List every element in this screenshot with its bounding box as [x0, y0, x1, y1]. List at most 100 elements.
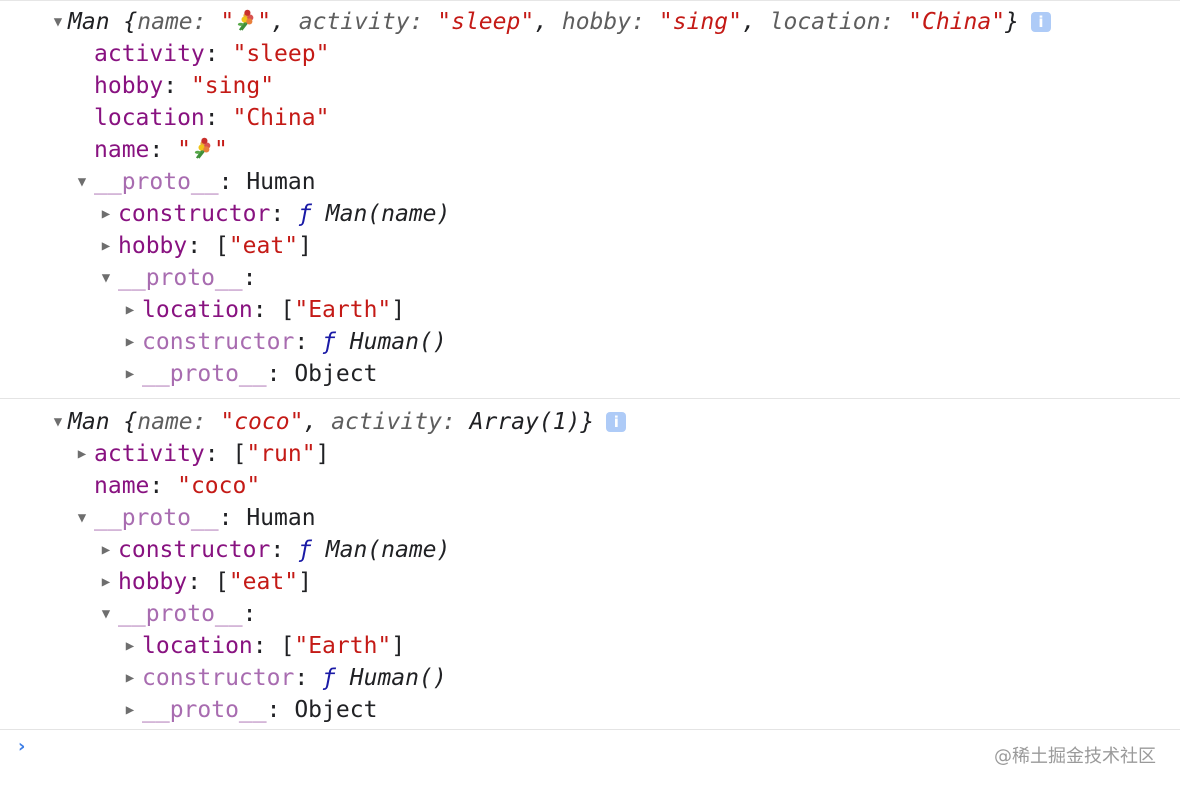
property-row[interactable]: ▶ location: ["Earth"] [0, 630, 1180, 662]
console-entry-2: ▼Man {name: "coco", activity: Array(1)}i… [0, 406, 1180, 726]
brace-close: } [1005, 9, 1019, 35]
brace-close: } [580, 409, 595, 435]
space [312, 201, 326, 227]
colon: : [204, 441, 233, 467]
comma: , [271, 9, 299, 35]
expand-triangle-icon[interactable]: ▶ [125, 670, 135, 686]
colon: : [266, 697, 295, 723]
class-name: Man [68, 9, 110, 35]
colon: : [187, 233, 215, 259]
array-item: "Earth" [294, 297, 392, 323]
array-close: ] [391, 633, 406, 659]
colon: : [218, 169, 247, 195]
property-row[interactable]: ▼ __proto__: Human [0, 166, 1180, 198]
property-row[interactable]: ▶activity: ["run"] [0, 438, 1180, 470]
property-row[interactable]: ▼__proto__: [0, 262, 1180, 294]
function-signature: Man(name) [325, 537, 451, 563]
preview-value: "China" [908, 9, 1006, 35]
property-content: location: ["Earth"] [142, 294, 405, 326]
property-row: hobby: "sing" [0, 70, 1180, 102]
array-close: ] [298, 569, 312, 595]
property-key: name [94, 137, 150, 163]
function-signature: Human() [349, 665, 447, 691]
property-content: constructor: ƒ Human() [142, 662, 447, 694]
property-row[interactable]: ▶ constructor: ƒ Man(name) [0, 198, 1180, 230]
property-content: __proto__: Human [94, 502, 316, 534]
property-content: activity: "sleep" [94, 38, 329, 70]
property-key: activity [94, 441, 205, 467]
colon: : [270, 201, 299, 227]
expand-triangle-icon[interactable]: ▼ [53, 14, 63, 30]
expand-triangle-icon[interactable]: ▶ [101, 542, 111, 558]
colon: : [149, 473, 178, 499]
colon: : [631, 9, 659, 35]
preview-value: " [220, 9, 235, 35]
property-row[interactable]: ▶constructor: ƒ Man(name) [0, 534, 1180, 566]
property-content: hobby: ["eat"] [118, 566, 312, 598]
colon: : [294, 329, 323, 355]
property-key: hobby [118, 569, 188, 595]
expand-triangle-icon[interactable]: ▶ [125, 302, 135, 318]
collapse-triangle-icon[interactable]: ▼ [101, 606, 111, 622]
preview-value-tail: " [257, 9, 272, 35]
collapse-triangle-icon[interactable]: ▼ [77, 174, 87, 190]
expand-triangle-icon[interactable]: ▶ [125, 638, 135, 654]
colon: : [409, 9, 438, 35]
info-icon[interactable]: i [606, 412, 627, 432]
property-key: hobby [118, 233, 188, 259]
property-key: location [142, 297, 253, 323]
bouquet-emoji-icon [238, 9, 254, 31]
property-key: constructor [142, 329, 295, 355]
object-summary-row[interactable]: ▼Man {name: "", activity: "sleep", hobby… [0, 6, 1180, 38]
property-row[interactable]: ▼__proto__: [0, 598, 1180, 630]
property-row[interactable]: ▶__proto__: Object [0, 358, 1180, 390]
console-prompt[interactable]: › [18, 736, 26, 757]
summary-content: Man {name: "", activity: "sleep", hobby:… [68, 6, 1051, 38]
property-content: __proto__: Human [94, 166, 316, 198]
array-open: [ [214, 569, 229, 595]
property-content: location: ["Earth"] [142, 630, 405, 662]
property-row[interactable]: ▶ constructor: ƒ Human() [0, 662, 1180, 694]
colon: : [880, 9, 909, 35]
info-icon[interactable]: i [1030, 12, 1051, 32]
function-symbol: ƒ [298, 201, 312, 227]
property-value: " [177, 137, 191, 163]
collapse-triangle-icon[interactable]: ▼ [101, 270, 111, 286]
colon: : [149, 137, 178, 163]
expand-triangle-icon[interactable]: ▶ [101, 574, 111, 590]
expand-triangle-icon[interactable]: ▼ [53, 414, 63, 430]
property-row[interactable]: ▶ location: ["Earth"] [0, 294, 1180, 326]
property-row[interactable]: ▶__proto__: Object [0, 694, 1180, 726]
property-content: constructor: ƒ Man(name) [118, 198, 450, 230]
expand-triangle-icon[interactable]: ▶ [77, 446, 87, 462]
collapse-triangle-icon[interactable]: ▼ [77, 510, 87, 526]
brace-open: { [109, 409, 138, 435]
space [336, 329, 350, 355]
expand-triangle-icon[interactable]: ▶ [125, 366, 135, 382]
expand-triangle-icon[interactable]: ▶ [101, 206, 111, 222]
expand-triangle-icon[interactable]: ▶ [125, 334, 135, 350]
object-summary-row[interactable]: ▼Man {name: "coco", activity: Array(1)}i [0, 406, 1180, 438]
preview-key: activity [331, 409, 442, 435]
property-key: __proto__ [142, 361, 267, 387]
preview-key: location [769, 9, 881, 35]
colon: : [242, 265, 257, 291]
property-key: location [94, 105, 205, 131]
property-row[interactable]: ▶ hobby: ["eat"] [0, 566, 1180, 598]
comma: , [534, 9, 562, 35]
expand-triangle-icon[interactable]: ▶ [101, 238, 111, 254]
preview-key: name [137, 9, 193, 35]
colon: : [294, 665, 323, 691]
property-value: Object [294, 361, 378, 387]
property-row[interactable]: ▶hobby: ["eat"] [0, 230, 1180, 262]
preview-value: Array(1) [469, 409, 581, 435]
expand-triangle-icon[interactable]: ▶ [125, 702, 135, 718]
property-row[interactable]: ▶constructor: ƒ Human() [0, 326, 1180, 358]
colon: : [252, 633, 281, 659]
summary-content: Man {name: "coco", activity: Array(1)}i [68, 406, 627, 438]
array-open: [ [280, 633, 295, 659]
property-row[interactable]: ▼ __proto__: Human [0, 502, 1180, 534]
brace-open: { [109, 9, 138, 35]
colon: : [163, 73, 191, 99]
colon: : [204, 41, 233, 67]
